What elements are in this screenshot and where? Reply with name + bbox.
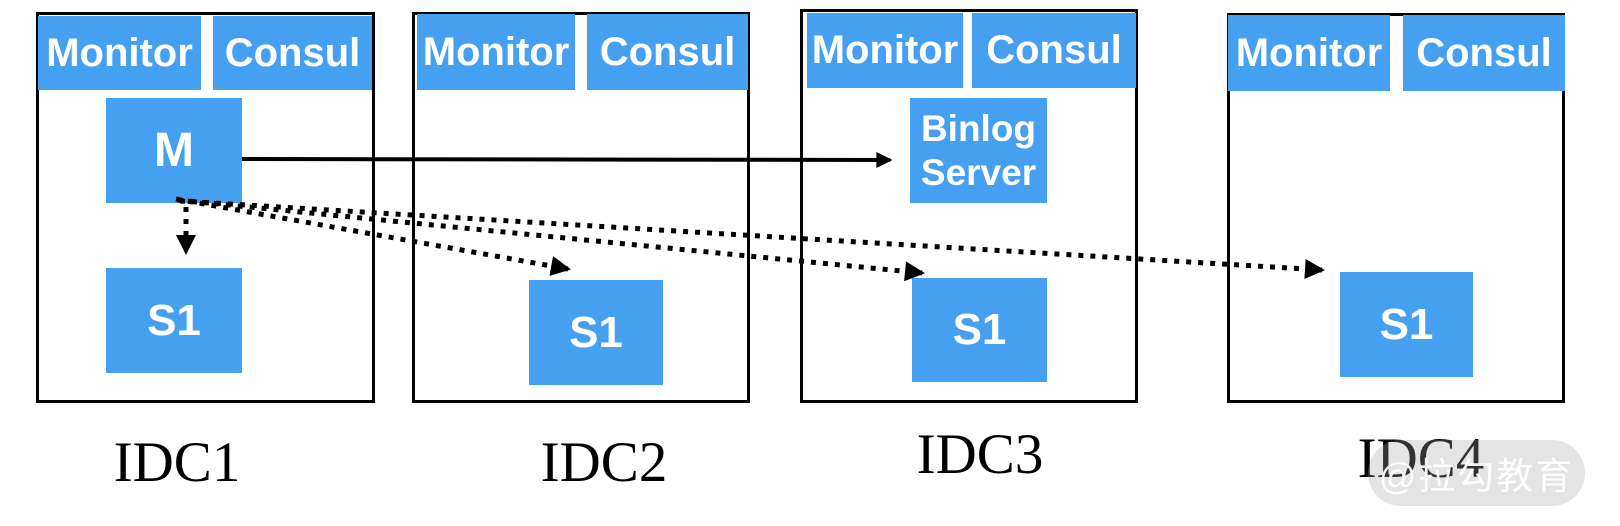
idc1-monitor-node: Monitor: [38, 16, 201, 90]
idc3-slave-node: S1: [912, 278, 1047, 382]
idc3-box: Monitor Consul Binlog Server S1: [800, 9, 1138, 403]
idc2-consul-node: Consul: [587, 14, 748, 90]
idc1-consul-node: Consul: [213, 16, 372, 90]
idc3-label: IDC3: [916, 423, 1044, 486]
idc2-label: IDC2: [540, 431, 668, 494]
idc2-box: Monitor Consul S1: [412, 12, 750, 403]
idc3-binlog-server-node: Binlog Server: [910, 98, 1047, 203]
watermark-text: @拉勾教育: [1378, 456, 1575, 497]
idc1-slave-node: S1: [106, 268, 242, 373]
idc4-consul-node: Consul: [1403, 15, 1565, 91]
idc4-box: Monitor Consul S1: [1227, 13, 1565, 403]
watermark-badge: @拉勾教育: [1368, 440, 1585, 506]
idc3-consul-node: Consul: [972, 13, 1136, 88]
idc2-monitor-node: Monitor: [417, 14, 575, 90]
idc1-box: Monitor Consul M S1: [36, 12, 375, 403]
idc3-monitor-node: Monitor: [807, 13, 963, 88]
idc1-master-node: M: [106, 98, 242, 203]
idc1-label: IDC1: [113, 431, 241, 494]
idc4-slave-node: S1: [1340, 272, 1473, 377]
idc4-monitor-node: Monitor: [1228, 15, 1390, 91]
idc2-slave-node: S1: [529, 280, 663, 385]
idc4-label: IDC4: [1357, 427, 1485, 490]
